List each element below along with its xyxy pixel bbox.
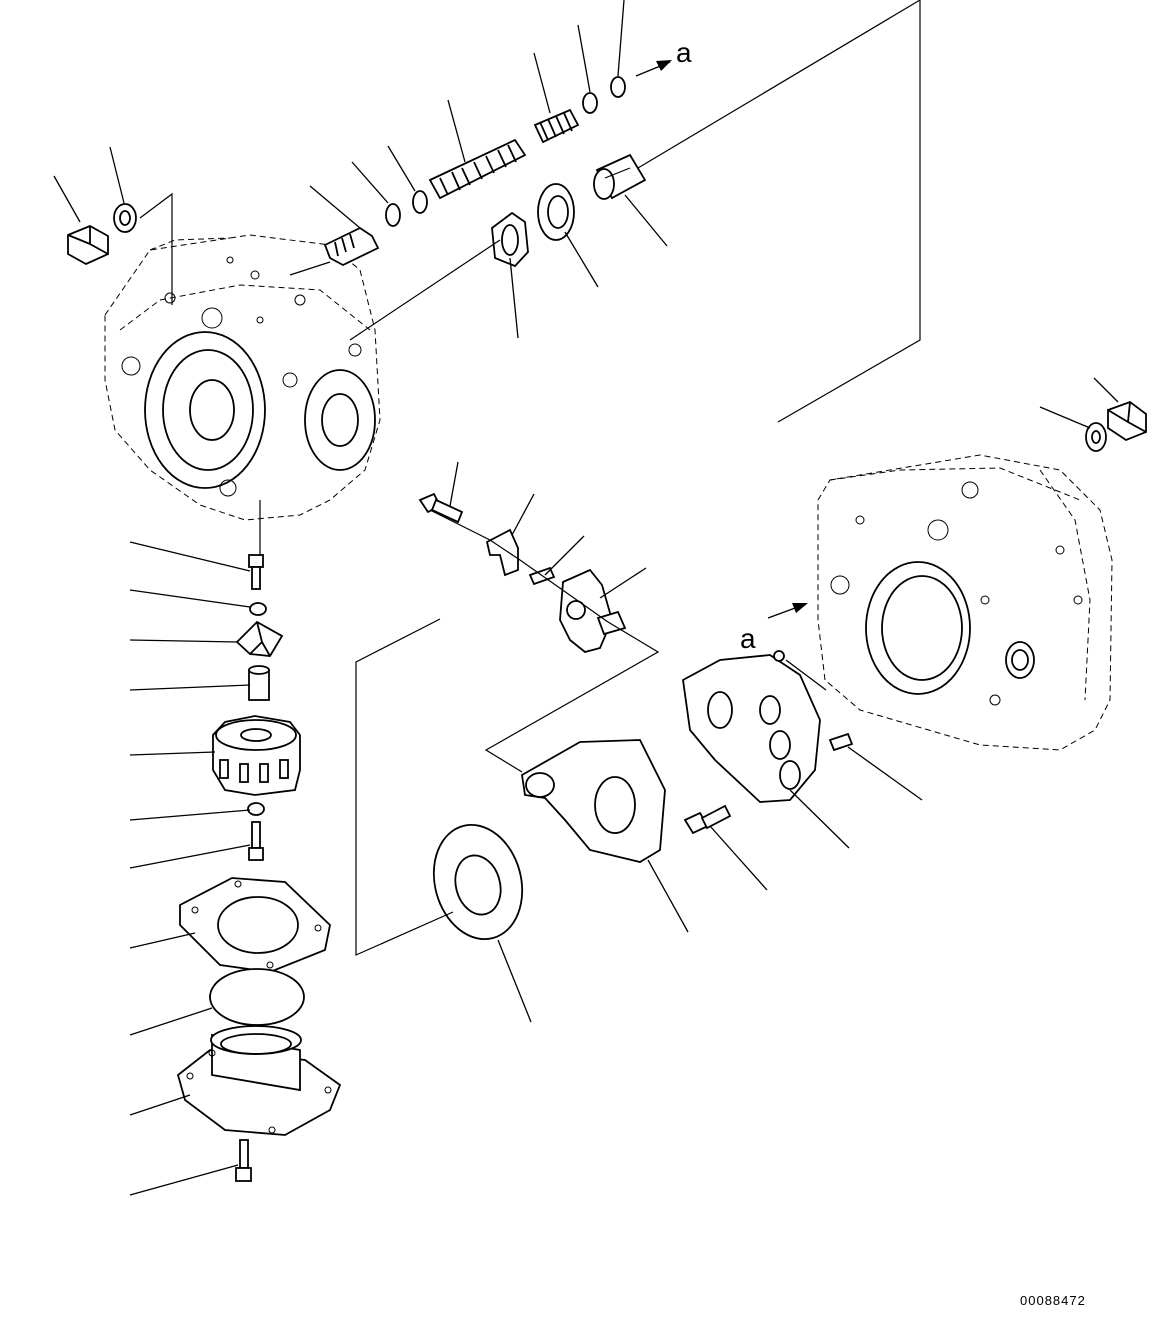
spool bbox=[428, 138, 527, 200]
o-ring-2 bbox=[412, 190, 428, 214]
cap-screw bbox=[683, 804, 732, 835]
bolt-center bbox=[418, 492, 464, 524]
cradle bbox=[521, 739, 666, 863]
spring bbox=[533, 108, 580, 144]
dowel-pin bbox=[828, 732, 854, 752]
lever bbox=[559, 568, 627, 653]
shoe-plate bbox=[432, 823, 524, 941]
view-label-top: a bbox=[676, 37, 692, 68]
bolt-3 bbox=[235, 1139, 252, 1182]
bolt-2 bbox=[248, 821, 264, 861]
view-arrow-top: a bbox=[635, 37, 692, 77]
cover-plate bbox=[209, 968, 305, 1026]
sleeve bbox=[248, 665, 270, 701]
seat bbox=[582, 92, 598, 114]
view-arrow-right: a bbox=[740, 603, 808, 654]
bracket bbox=[485, 528, 519, 577]
o-ring-3 bbox=[610, 76, 626, 98]
washer-3 bbox=[247, 802, 265, 816]
washer-top-left bbox=[113, 203, 137, 233]
o-ring-1 bbox=[385, 203, 401, 227]
front-pump-housing bbox=[104, 234, 381, 521]
washer-2 bbox=[249, 602, 267, 616]
nut-top-right bbox=[1107, 400, 1147, 442]
thrust-washer bbox=[491, 211, 529, 268]
small-o-ring bbox=[773, 650, 785, 662]
bevel-gear bbox=[235, 620, 284, 657]
rear-pump-housing bbox=[817, 454, 1113, 751]
bushing bbox=[593, 153, 647, 200]
leader-lines bbox=[53, 0, 1119, 1196]
bolt-1 bbox=[248, 554, 264, 590]
assembly-lines bbox=[139, 0, 921, 956]
washer-top-right bbox=[1085, 422, 1107, 452]
bearing bbox=[537, 183, 575, 241]
coupling bbox=[212, 715, 301, 796]
view-label-right: a bbox=[740, 623, 756, 654]
servo-housing bbox=[682, 654, 821, 803]
drawing-number: 00088472 bbox=[1020, 1293, 1086, 1308]
plug bbox=[323, 226, 380, 267]
nut-top-left bbox=[67, 225, 109, 266]
top-valve-parts bbox=[67, 76, 647, 268]
gasket bbox=[179, 877, 331, 973]
center-parts bbox=[418, 492, 854, 941]
left-column-parts bbox=[176, 554, 342, 1182]
flange-housing bbox=[176, 1025, 342, 1136]
